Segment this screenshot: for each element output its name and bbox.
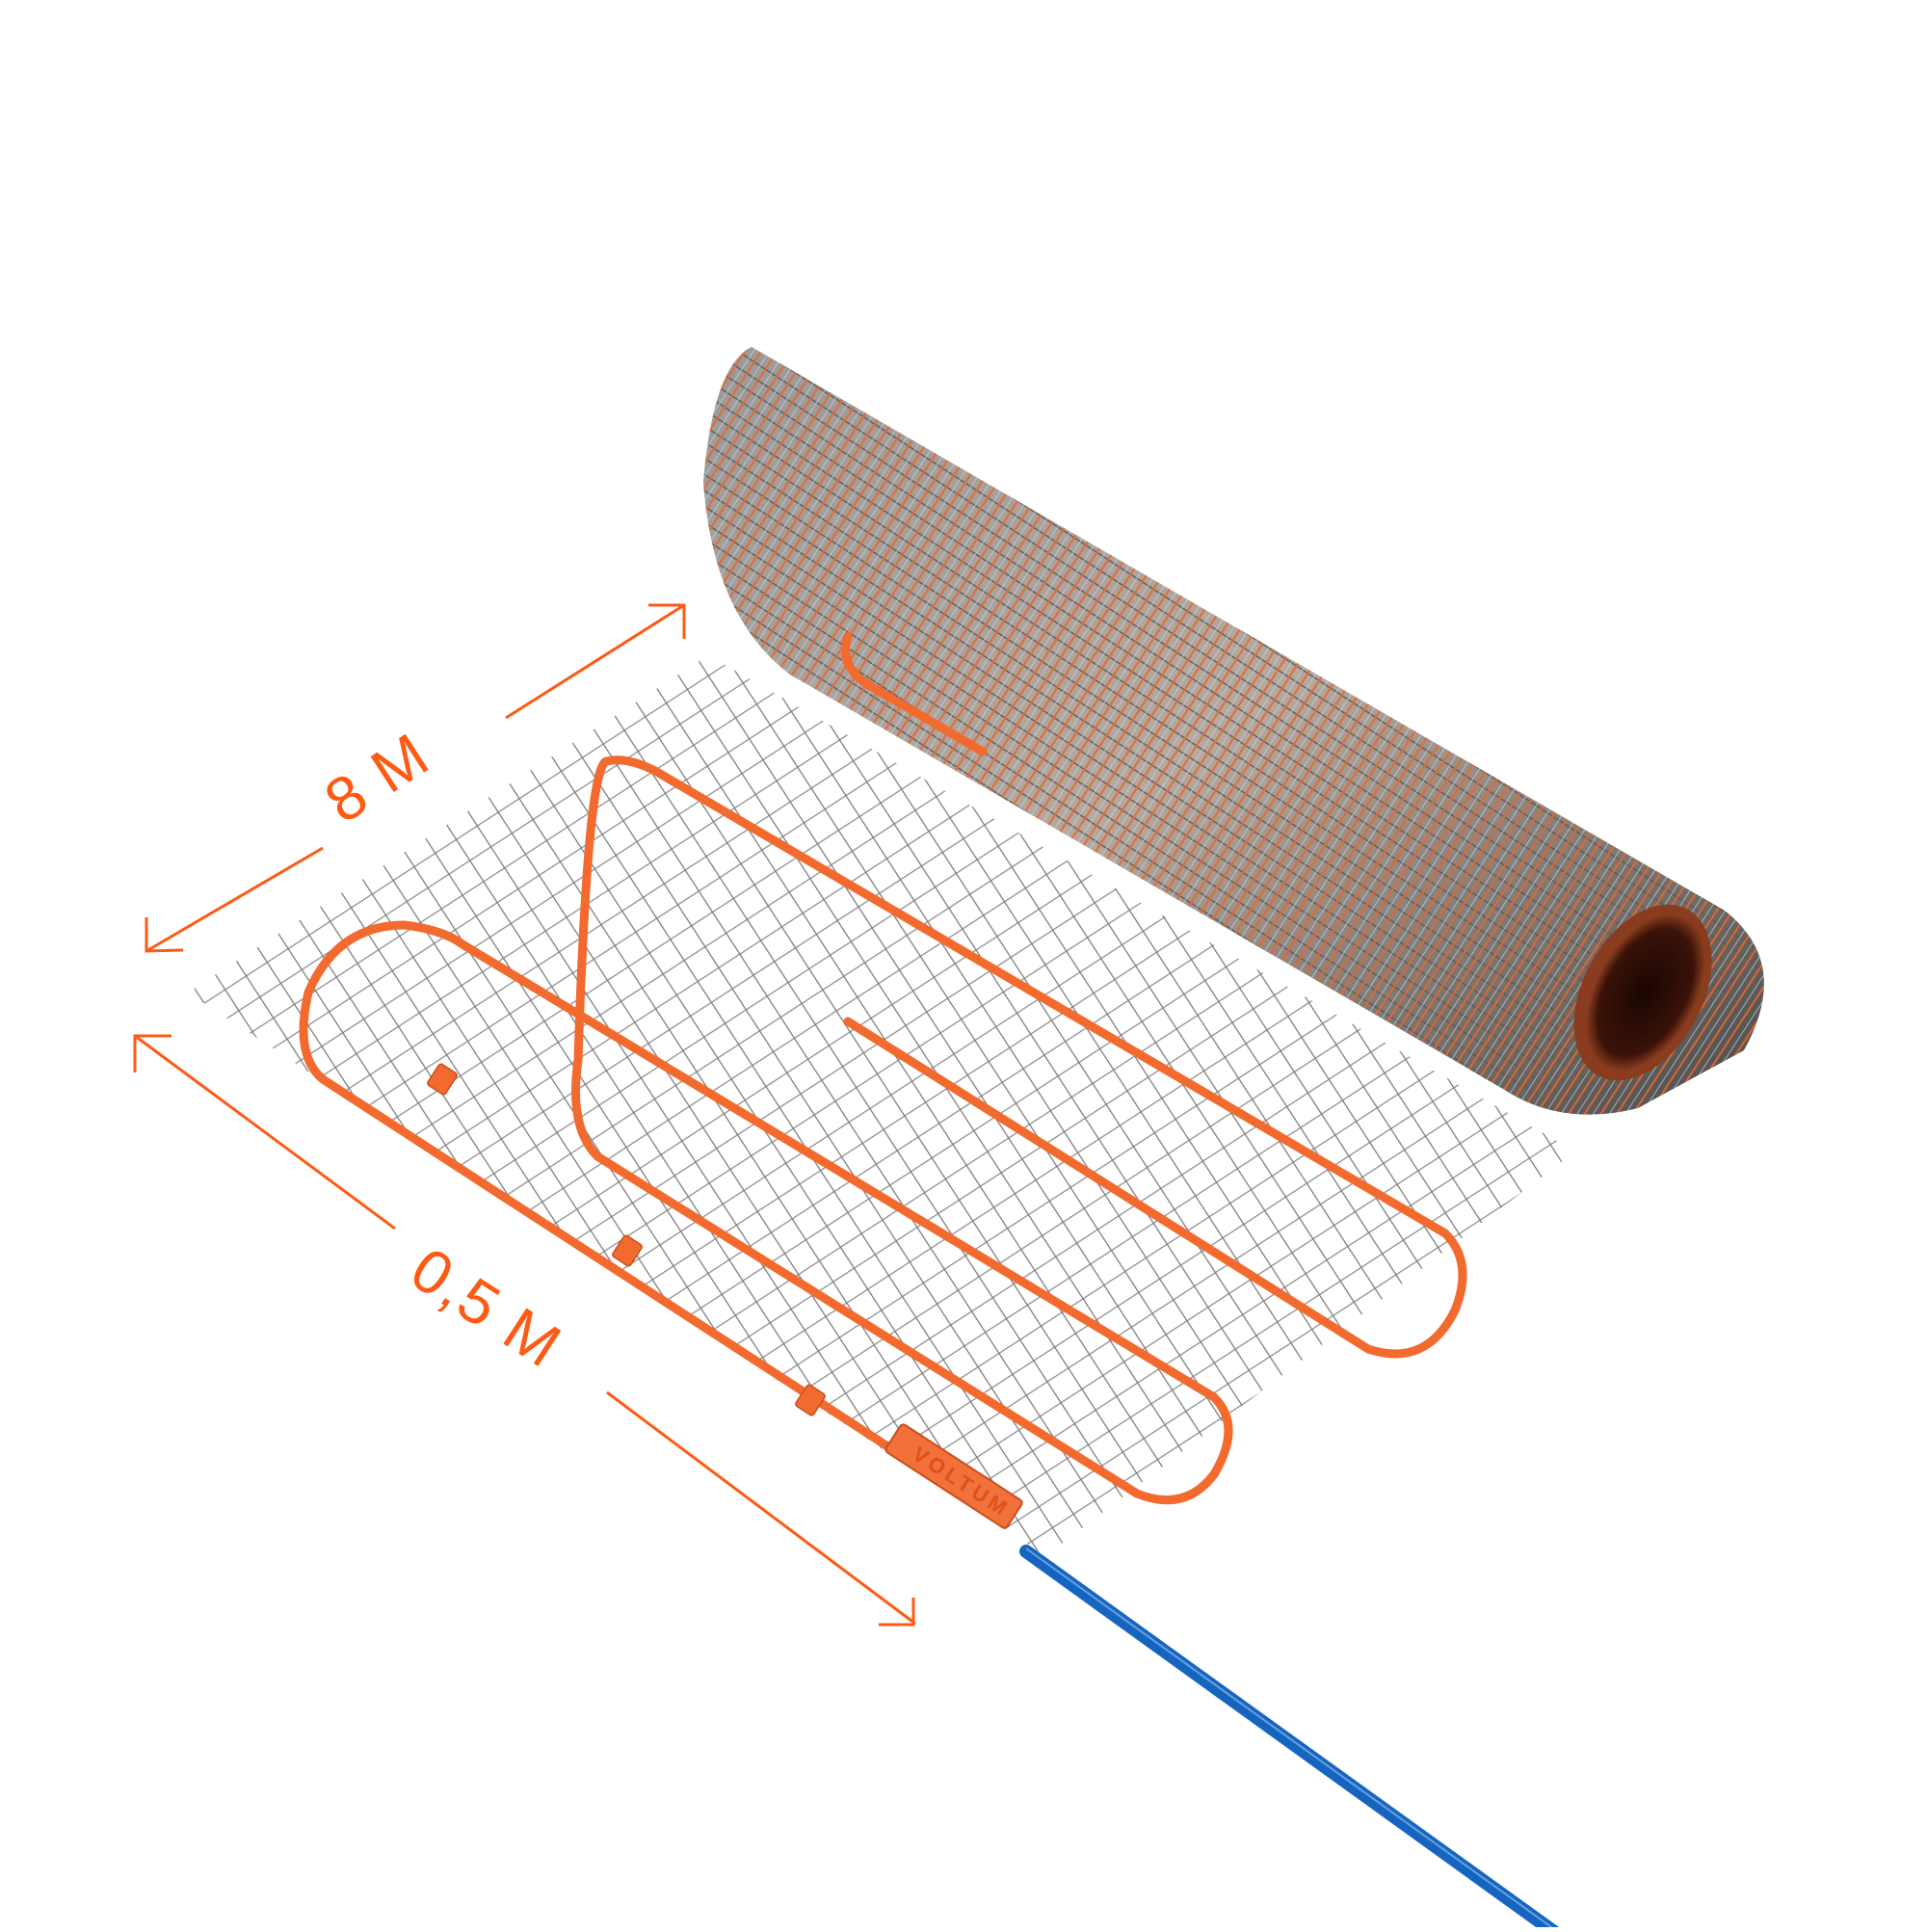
flat-mesh xyxy=(188,655,1575,1556)
mesh-roll xyxy=(703,347,1764,1115)
length-dimension-arrow xyxy=(145,603,686,953)
roll-core xyxy=(1586,913,1705,1072)
cable-coupler xyxy=(884,1423,1023,1529)
heating-cable xyxy=(299,631,1467,1505)
width-dimension-arrow xyxy=(133,1034,916,1627)
power-lead xyxy=(1019,1545,1566,1932)
cable-clips xyxy=(427,1063,826,1416)
